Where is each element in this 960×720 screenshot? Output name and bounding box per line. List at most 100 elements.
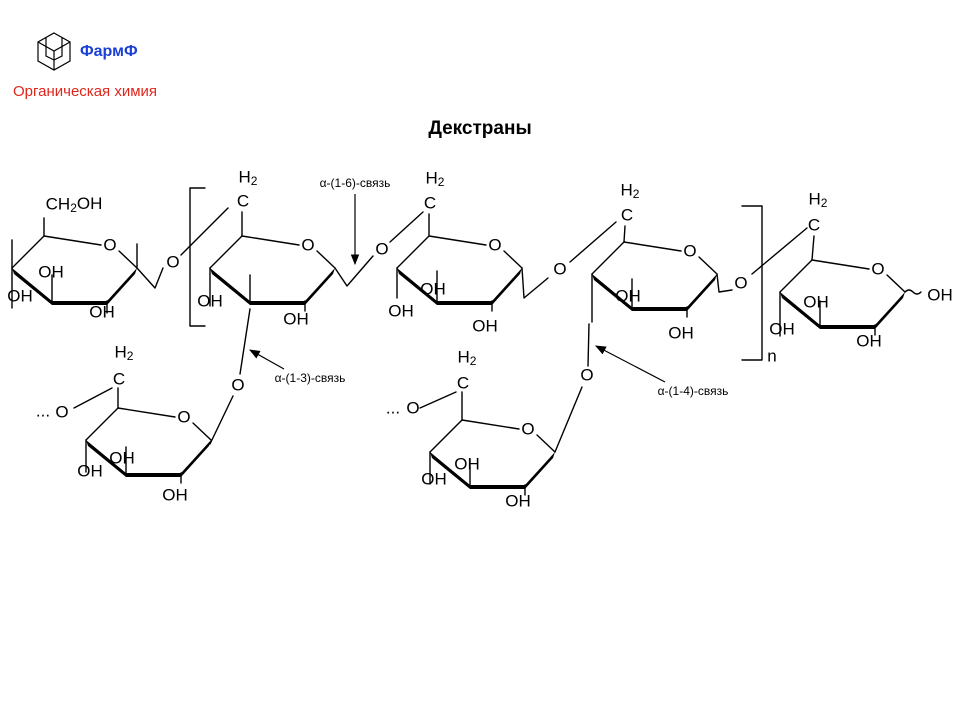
ring-bold-bond [12, 268, 137, 305]
bond-lines [11, 187, 922, 496]
brand-name: ФармФ [80, 43, 138, 60]
bond-line [569, 221, 617, 263]
ring-oxygen: O [521, 419, 534, 438]
ring-bond [536, 434, 556, 453]
ch2oh-group: CH2OH [46, 194, 103, 215]
ring-bond [241, 235, 300, 246]
hydroxyl: OH [38, 262, 64, 281]
bond-line [623, 225, 626, 243]
hydroxyl: OH [197, 291, 223, 310]
hydroxyl: OH [927, 285, 953, 304]
ring-bond [429, 419, 463, 453]
hydroxyl: OH [615, 286, 641, 305]
ch2-carbon: C [457, 373, 469, 392]
glycosidic-oxygen: O [406, 398, 419, 417]
repeat-bracket-right [741, 205, 763, 361]
glycosidic-oxygen: O [166, 252, 179, 271]
repeat-bracket-left [189, 187, 206, 327]
ring-oxygen: O [683, 241, 696, 260]
bond-line [587, 323, 590, 367]
ch2-carbon: C [621, 205, 633, 224]
ring-bold-bond [592, 274, 717, 311]
wavy-bond [904, 289, 922, 295]
hydroxyl: OH [769, 319, 795, 338]
ring-bond [118, 250, 138, 269]
ring-bond [811, 259, 870, 270]
arrow-alpha-1-4 [595, 345, 666, 383]
hydroxyl: OH [283, 309, 309, 328]
bond-line [389, 211, 424, 243]
ring-bond [316, 250, 336, 269]
ch2-carbon: C [113, 369, 125, 388]
ring-bond [428, 235, 487, 246]
ring-bond [192, 422, 212, 441]
ring-bond [43, 235, 102, 246]
ring-bond [461, 419, 520, 430]
hydroxyl: OH [472, 316, 498, 335]
ring-bold-bond [210, 268, 335, 305]
glycosidic-oxygen: O [553, 259, 566, 278]
bond-line [554, 386, 583, 453]
hydroxyl: OH [454, 454, 480, 473]
hydroxyl: OH [388, 301, 414, 320]
bond-line [180, 207, 229, 256]
bond-line [136, 267, 164, 289]
ch2-hydrogen: H2 [809, 189, 828, 210]
bond-line [716, 273, 733, 293]
ring-bold-bond [780, 292, 905, 329]
ch2-hydrogen: H2 [621, 180, 640, 201]
glycosidic-oxygen: O [734, 273, 747, 292]
bond-line [73, 387, 113, 409]
chain-continuation: ... [36, 401, 50, 420]
bond-line [209, 395, 234, 445]
chain-continuation: ... [386, 398, 400, 417]
hydroxyl: OH [89, 302, 115, 321]
glycosidic-oxygen: O [375, 239, 388, 258]
bond-line [521, 267, 549, 299]
hydroxyl: OH [505, 491, 531, 510]
hydroxyl: OH [162, 485, 188, 504]
label-alpha-1-6: α-(1-6)-связь [320, 176, 391, 190]
ch2-hydrogen: H2 [426, 168, 445, 189]
glycosidic-oxygen: O [55, 402, 68, 421]
ring-bond [623, 241, 682, 252]
glycosidic-oxygen: O [231, 375, 244, 394]
arrow-alpha-1-3 [249, 349, 285, 370]
ring-bond [503, 250, 523, 269]
hydroxyl: OH [421, 469, 447, 488]
ring-oxygen: O [103, 235, 116, 254]
ring-bold-bond [397, 268, 522, 305]
ring-oxygen: O [177, 407, 190, 426]
ring-bond [779, 259, 813, 293]
bond-line [239, 308, 251, 375]
ch2-hydrogen: H2 [458, 347, 477, 368]
bond-line [751, 227, 808, 275]
ring-bond [117, 407, 176, 418]
bond-line [811, 235, 815, 261]
ring-bond [886, 274, 906, 293]
ch2-carbon: C [237, 191, 249, 210]
adamantane-icon [37, 32, 71, 71]
hydroxyl: OH [109, 448, 135, 467]
hydroxyl: OH [856, 331, 882, 350]
bond-line [419, 391, 457, 409]
page-title: Декстраны [428, 118, 532, 139]
ring-oxygen: O [871, 259, 884, 278]
ring-bond [11, 235, 45, 269]
hydroxyl: OH [803, 292, 829, 311]
ch2-carbon: C [424, 193, 436, 212]
ring-bold-bond [430, 452, 555, 489]
hydroxyl: OH [7, 286, 33, 305]
glycosidic-oxygen: O [580, 365, 593, 384]
ring-bond [85, 407, 119, 441]
bond-line [334, 255, 374, 287]
subject-name: Органическая химия [12, 83, 158, 100]
hydroxyl: OH [668, 323, 694, 342]
ch2-hydrogen: H2 [115, 342, 134, 363]
ch2-hydrogen: H2 [239, 167, 258, 188]
ring-bond [209, 235, 243, 269]
ring-bond [698, 256, 718, 275]
